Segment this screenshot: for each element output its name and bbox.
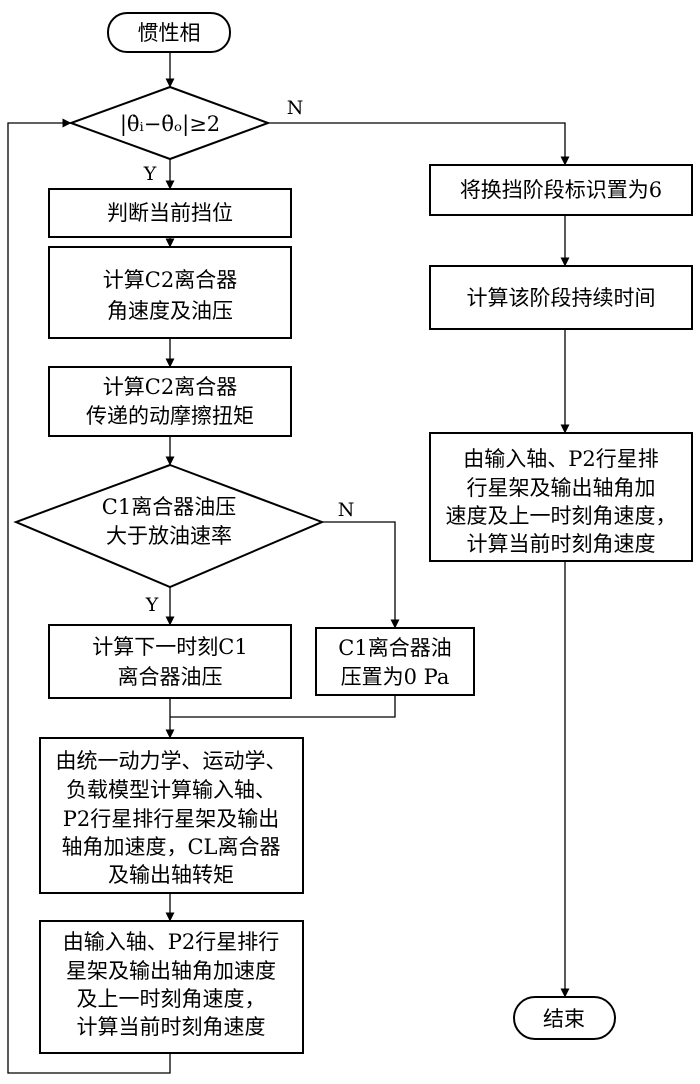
edge-label-cond-c1-y: Y: [145, 594, 159, 616]
edge-label-cond-speed-y: Y: [143, 163, 157, 185]
node-set-stage: 将换挡阶段标识置为6: [429, 164, 693, 216]
node-calc-speed-left: 由输入轴、P2行星排行 星架及输出轴角加速度 及上一时刻角速度， 计算当前时刻角…: [39, 920, 304, 1054]
node-calc-c2-torque: 计算C2离合器 传递的动摩擦扭矩: [48, 366, 292, 437]
node-calc-c1-next-line-1: 计算下一时刻C1: [92, 635, 247, 659]
edges: Y N Y N: [7, 52, 570, 1074]
node-calc-speed-left-line-4: 计算当前时刻角速度: [77, 1015, 266, 1039]
node-calc-c2-torque-line-2: 传递的动摩擦扭矩: [86, 404, 254, 428]
node-calc-speed-right-line-2: 行星架及输出轴角加: [467, 476, 656, 500]
node-end-line-1: 结束: [543, 1007, 585, 1031]
node-calc-accel-line-4: 轴角加速度，CL离合器: [61, 835, 280, 859]
node-end: 结束: [513, 996, 616, 1040]
node-start: 惯性相: [107, 12, 231, 53]
edge-label-cond-c1-n: N: [338, 499, 355, 521]
node-calc-accel: 由统一动力学、运动学、 负载模型计算输入轴、 P2行星排行星架及输出 轴角加速度…: [39, 737, 304, 894]
node-calc-c1-next: 计算下一时刻C1 离合器油压: [48, 624, 292, 699]
node-calc-accel-line-5: 及输出轴转矩: [108, 863, 234, 887]
node-calc-speed-left-line-1: 由输入轴、P2行星排行: [63, 930, 280, 954]
node-calc-duration-line-1: 计算该阶段持续时间: [467, 286, 656, 310]
node-calc-accel-line-3: P2行星排行星架及输出: [63, 807, 280, 831]
node-cond-c1-line-1: C1离合器油压: [102, 495, 236, 519]
node-cond-speed: |θ̇ᵢ−θ̇ₒ|≥2: [68, 85, 271, 161]
node-cond-c1-line-2: 大于放油速率: [106, 524, 232, 548]
node-calc-c1-next-line-2: 离合器油压: [118, 665, 223, 689]
edge-cond-c1-to-set-c1-zero: [322, 521, 400, 629]
node-calc-speed-right: 由输入轴、P2行星排 行星架及输出轴角加 速度及上一时刻角速度， 计算当前时刻角…: [429, 432, 693, 562]
edge-set-c1-zero-to-calc-accel: [170, 695, 396, 718]
node-calc-c2-speed-line-2: 角速度及油压: [107, 299, 233, 323]
edge-cond-speed-to-set-stage: [268, 122, 570, 166]
node-calc-duration: 计算该阶段持续时间: [429, 265, 693, 330]
node-start-line-1: 惯性相: [138, 21, 201, 45]
node-calc-speed-left-line-2: 星架及输出轴角加速度: [66, 959, 276, 983]
node-set-c1-zero-line-1: C1离合器油: [338, 636, 451, 660]
node-calc-c2-torque-line-1: 计算C2离合器: [103, 375, 237, 399]
edge-label-cond-speed-n: N: [287, 97, 304, 119]
node-calc-accel-line-2: 负载模型计算输入轴、: [66, 778, 276, 802]
node-cond-c1: C1离合器油压 大于放油速率: [13, 463, 325, 589]
node-calc-speed-right-line-3: 速度及上一时刻角速度，: [446, 504, 677, 528]
node-calc-speed-right-line-1: 由输入轴、P2行星排: [463, 447, 659, 471]
node-calc-accel-line-1: 由统一动力学、运动学、: [56, 749, 287, 773]
node-set-stage-line-1: 将换挡阶段标识置为6: [460, 178, 662, 202]
node-cond-speed-line-1: |θ̇ᵢ−θ̇ₒ|≥2: [120, 112, 220, 137]
node-set-c1-zero: C1离合器油 压置为0 Pa: [315, 627, 475, 696]
node-judge-gear-line-1: 判断当前挡位: [107, 201, 233, 225]
node-calc-c2-speed: 计算C2离合器 角速度及油压: [48, 246, 292, 339]
node-judge-gear: 判断当前挡位: [48, 188, 292, 238]
node-calc-c2-speed-line-1: 计算C2离合器: [103, 268, 237, 292]
node-calc-speed-right-line-4: 计算当前时刻角速度: [467, 532, 656, 556]
node-set-c1-zero-line-2: 压置为0 Pa: [341, 665, 450, 689]
node-calc-speed-left-line-3: 及上一时刻角速度，: [77, 987, 266, 1011]
edge-calc-speed-left-to-cond-speed: [7, 118, 171, 1074]
